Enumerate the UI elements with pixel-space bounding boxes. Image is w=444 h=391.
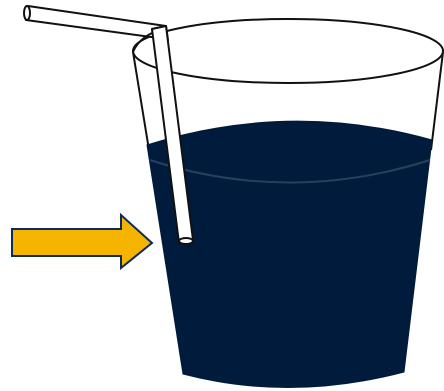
drink-liquid [146, 120, 433, 388]
cup-front-rim-corner [132, 32, 153, 53]
cup-left-wall [132, 51, 150, 151]
arrow-pointer [11, 212, 154, 271]
straw-top-segment [25, 5, 167, 40]
cup-rim [132, 18, 444, 84]
straw-opening [23, 5, 31, 21]
drink-surface [149, 159, 431, 184]
straw-end [178, 237, 194, 245]
cup-right-wall [430, 51, 444, 151]
